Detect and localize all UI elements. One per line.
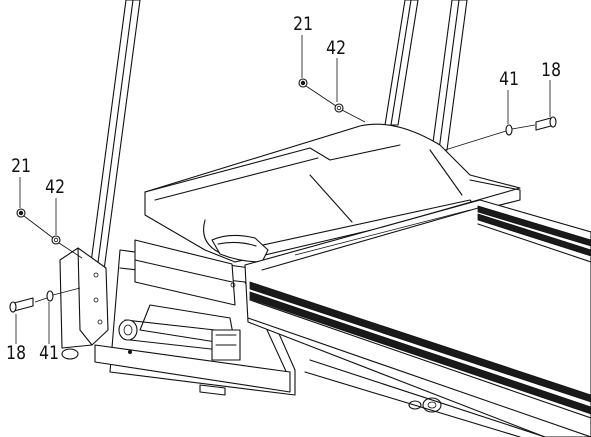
running-deck xyxy=(244,199,591,437)
washer-41-left-part xyxy=(46,290,54,302)
callout-labels: 18 41 42 21 21 42 18 41 xyxy=(6,14,561,365)
cap-42-top-part xyxy=(334,103,344,113)
hardware xyxy=(9,78,557,313)
upright-frame xyxy=(59,0,468,349)
cap-42-left-part xyxy=(51,235,61,245)
callout-21-left: 21 xyxy=(11,156,31,178)
callout-21-top: 21 xyxy=(293,14,313,36)
callout-41-left: 41 xyxy=(39,343,59,365)
motor-hood xyxy=(134,123,521,306)
callout-42-top: 42 xyxy=(326,38,346,60)
callout-42-left: 42 xyxy=(45,177,65,199)
callout-18-left: 18 xyxy=(6,343,26,365)
washer-41-right-part xyxy=(505,124,513,136)
callout-41-right: 41 xyxy=(499,69,519,91)
bolt-18-right-part xyxy=(535,117,552,131)
bolt-18-left-part xyxy=(13,297,34,312)
callout-18-right: 18 xyxy=(541,60,561,82)
